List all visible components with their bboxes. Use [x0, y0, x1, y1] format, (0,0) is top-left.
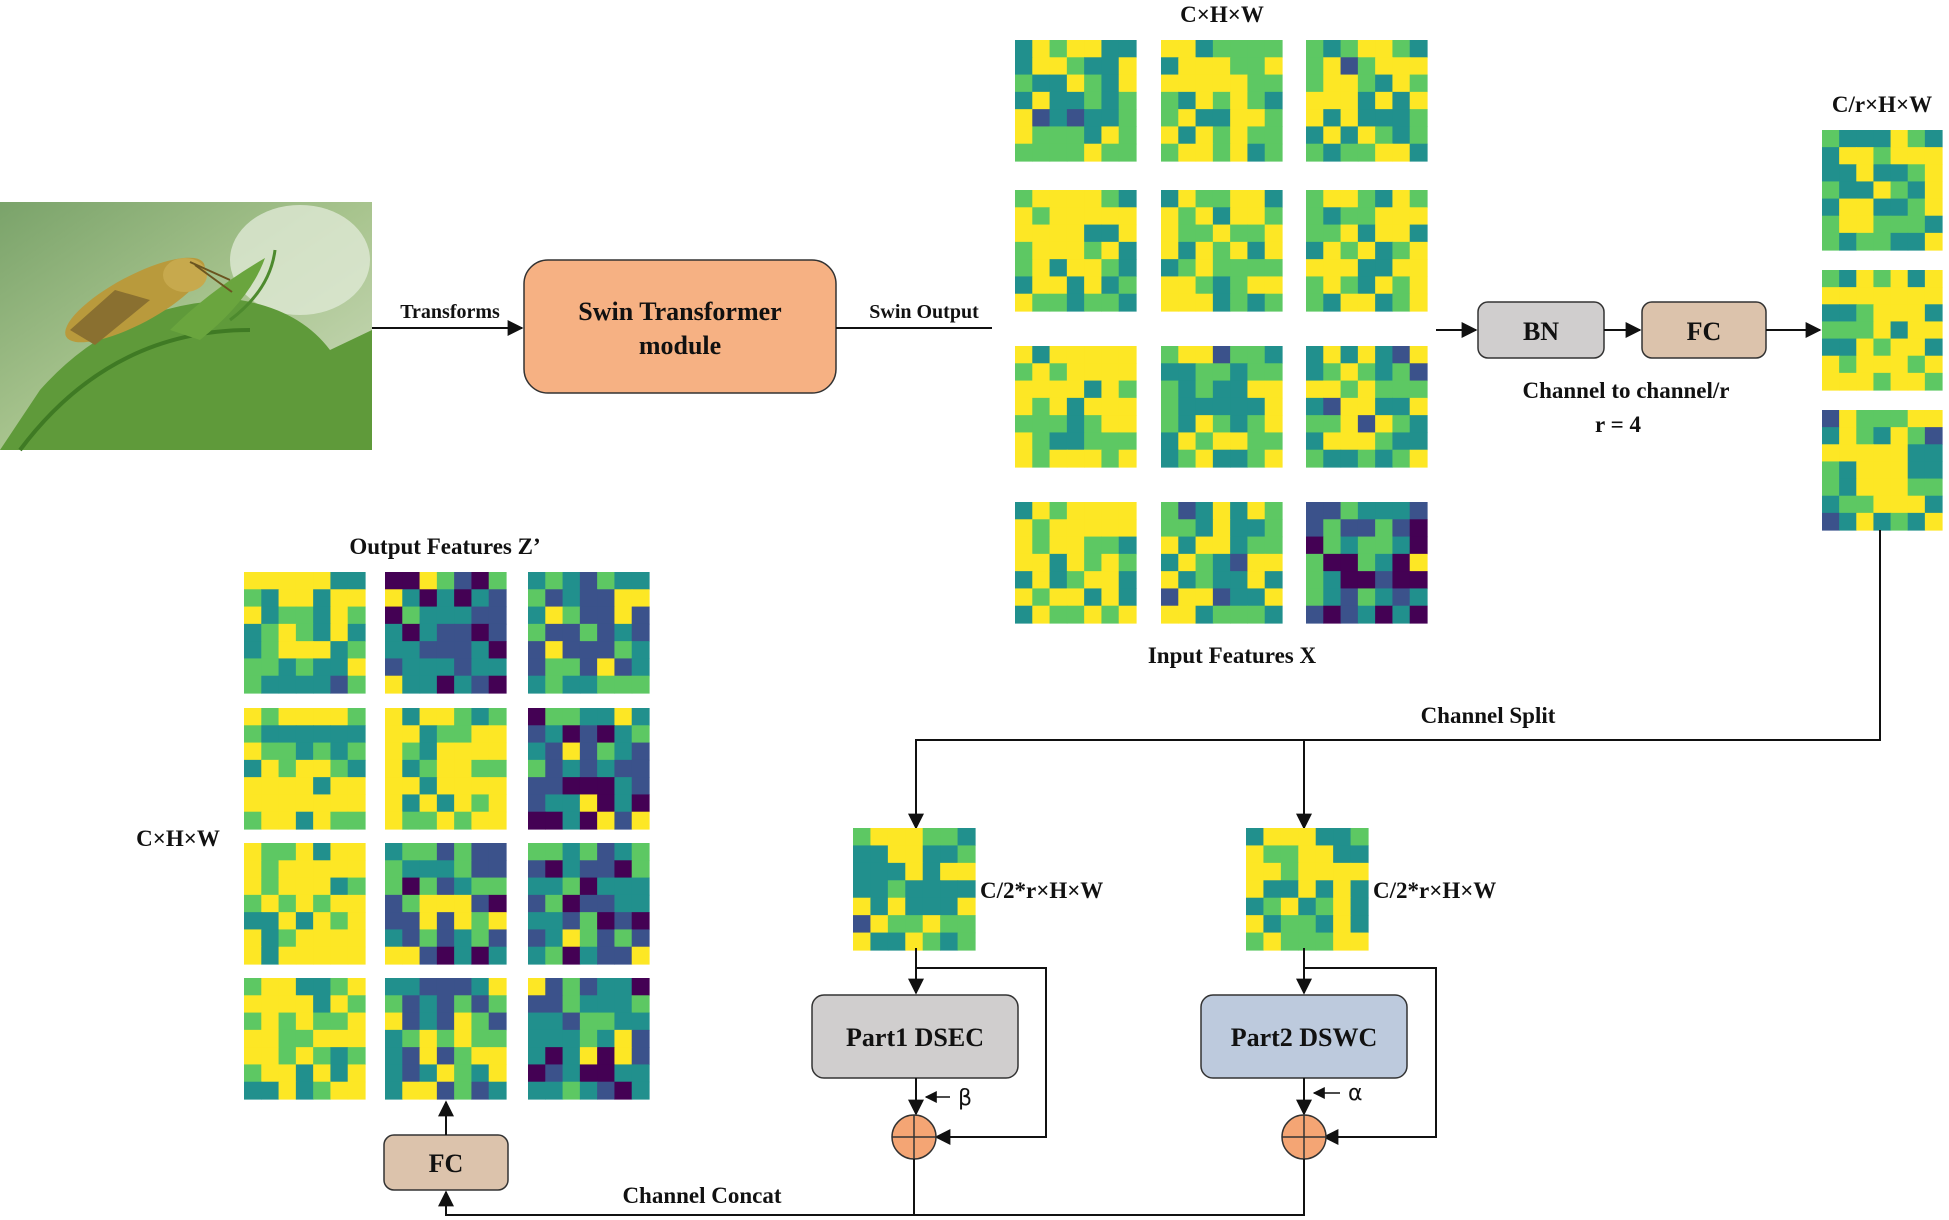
input-feature-map: [1015, 190, 1137, 312]
grasshopper-photo: [0, 202, 372, 452]
r-value-label: r = 4: [1595, 412, 1641, 437]
input-feature-map: [1306, 190, 1428, 312]
output-feature-map: [528, 708, 650, 830]
half-feature-map-1: [853, 828, 976, 951]
part2-skip-line: [1304, 967, 1437, 1145]
output-features-label: Output Features Z’: [349, 534, 540, 559]
split-line-left: [908, 530, 1881, 830]
input-feature-map: [1306, 346, 1428, 468]
reduced-feature-map: [1822, 130, 1943, 251]
concat-line: [438, 1159, 1305, 1216]
reduced-feature-map: [1822, 270, 1943, 391]
input-feature-map: [1161, 346, 1283, 468]
bn-label: BN: [1523, 317, 1559, 346]
output-feature-map: [528, 843, 650, 965]
swin-module-line2: module: [639, 331, 721, 360]
input-feature-map: [1161, 502, 1283, 624]
input-feature-map: [1161, 40, 1283, 162]
channel-split-label: Channel Split: [1421, 703, 1556, 728]
half-dims-label-1: C/2*r×H×W: [980, 878, 1103, 903]
part2-adder-icon: [1281, 1114, 1327, 1160]
fc-top-label: FC: [1687, 317, 1722, 346]
half-feature-map-2: [1246, 828, 1369, 951]
input-feature-map: [1015, 40, 1137, 162]
input-feature-map: [1306, 502, 1428, 624]
input-dims-label: C×H×W: [1180, 2, 1264, 27]
output-feature-map: [244, 572, 366, 694]
beta-label: β: [958, 1086, 972, 1111]
reduced-feature-column: [1822, 130, 1943, 531]
fc-bottom-label: FC: [429, 1149, 464, 1178]
part1-skip-line: [916, 967, 1047, 1145]
part1-adder-icon: [891, 1114, 937, 1160]
output-feature-map: [244, 843, 366, 965]
output-feature-map: [385, 708, 507, 830]
output-feature-map: [528, 572, 650, 694]
input-feature-map: [1015, 346, 1137, 468]
output-feature-map: [385, 843, 507, 965]
output-feature-map: [385, 978, 507, 1100]
swin-module-line1: Swin Transformer: [578, 297, 781, 326]
part1-label: Part1 DSEC: [846, 1023, 984, 1052]
alpha-label: α: [1348, 1081, 1363, 1106]
part2-label: Part2 DSWC: [1231, 1023, 1378, 1052]
swin-transformer-box: [523, 259, 837, 394]
output-feature-map: [244, 708, 366, 830]
transforms-label: Transforms: [400, 301, 500, 323]
reduced-feature-map: [1822, 410, 1943, 531]
half-dims-label-2: C/2*r×H×W: [1373, 878, 1496, 903]
output-feature-grid: [244, 572, 650, 1100]
channel-reduce-label: Channel to channel/r: [1522, 378, 1729, 403]
output-feature-map: [528, 978, 650, 1100]
half-feature-maps: [853, 828, 1369, 951]
input-feature-map: [1161, 190, 1283, 312]
input-features-label: Input Features X: [1148, 643, 1317, 668]
swin-output-label: Swin Output: [869, 301, 979, 323]
reduced-dims-label: C/r×H×W: [1832, 92, 1932, 117]
input-feature-grid: [1015, 40, 1428, 624]
output-dims-label: C×H×W: [136, 826, 220, 851]
input-feature-map: [1015, 502, 1137, 624]
channel-concat-label: Channel Concat: [622, 1183, 781, 1208]
output-feature-map: [244, 978, 366, 1100]
input-feature-map: [1306, 40, 1428, 162]
output-feature-map: [385, 572, 507, 694]
